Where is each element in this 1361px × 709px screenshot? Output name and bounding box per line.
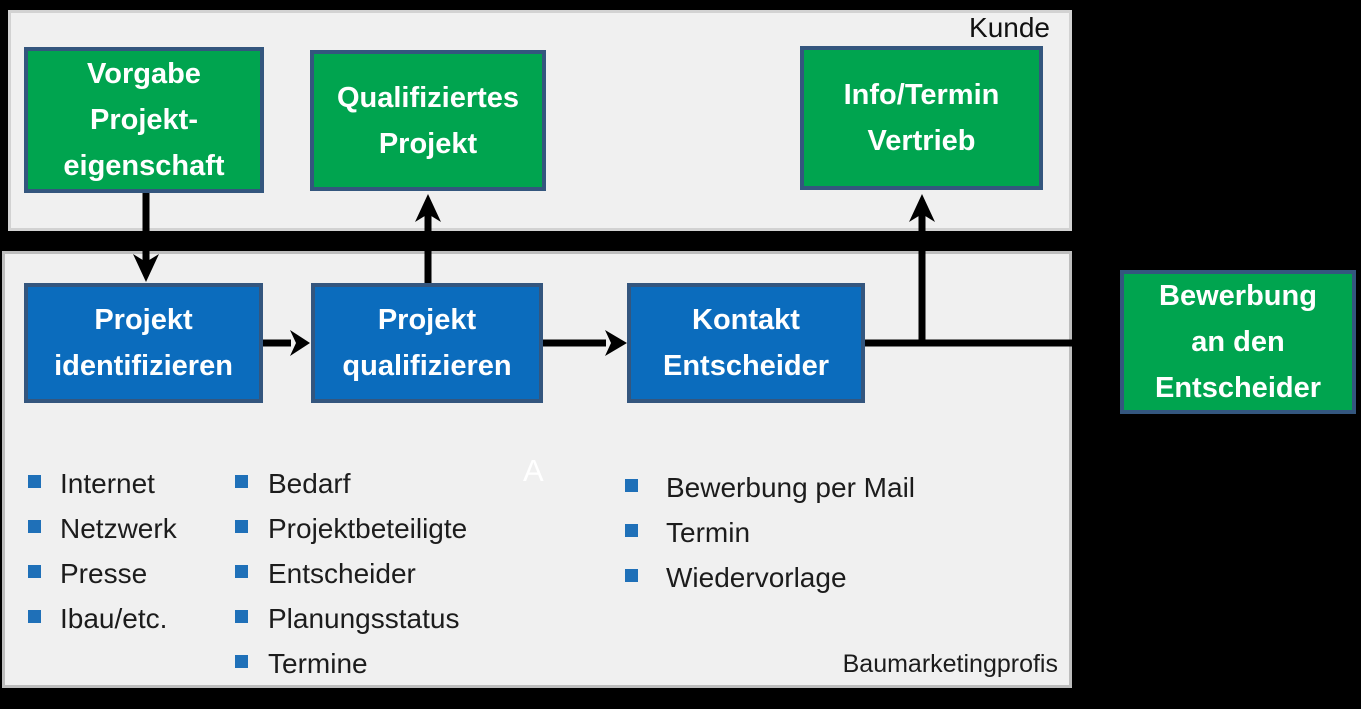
list-item: Ibau/etc. xyxy=(28,596,177,641)
bullet-square-icon xyxy=(235,475,248,488)
bullet-square-icon xyxy=(235,610,248,623)
list-item: Presse xyxy=(28,551,177,596)
list-item-label: Bedarf xyxy=(268,467,351,499)
bullet-square-icon xyxy=(28,565,41,578)
box-label: Projekt identifizieren xyxy=(54,304,233,382)
list-item-label: Wiedervorlage xyxy=(666,561,847,593)
bullet-square-icon xyxy=(28,610,41,623)
bullet-square-icon xyxy=(625,524,638,537)
list-item: Termine xyxy=(235,641,467,686)
list-item: Netzwerk xyxy=(28,506,177,551)
company-lane-label: Baumarketingprofis xyxy=(842,650,1058,678)
bullet-square-icon xyxy=(625,569,638,582)
list-item-label: Netzwerk xyxy=(60,512,177,544)
list-item-label: Termin xyxy=(666,516,751,548)
list-item-label: Termine xyxy=(268,647,368,679)
list-item: Projektbeteiligte xyxy=(235,506,467,551)
box-kontakt-entscheider: Kontakt Entscheider xyxy=(627,283,865,403)
bullet-square-icon xyxy=(28,520,41,533)
box-label: Vorgabe Projekt- eigenschaft xyxy=(63,58,225,182)
qualify-criteria-list: Bedarf Projektbeteiligte Entscheider Pla… xyxy=(235,461,467,686)
list-item-label: Internet xyxy=(60,467,155,499)
list-item-label: Entscheider xyxy=(268,557,416,589)
bullet-square-icon xyxy=(235,520,248,533)
bullet-square-icon xyxy=(28,475,41,488)
list-item-label: Projektbeteiligte xyxy=(268,512,468,544)
bullet-square-icon xyxy=(235,655,248,668)
box-qualifiziertes-projekt: Qualifiziertes Projekt xyxy=(310,50,546,191)
box-label: Info/Termin Vertrieb xyxy=(843,79,1000,157)
watermark-letter: A xyxy=(523,453,544,488)
list-item: Internet xyxy=(28,461,177,506)
box-bewerbung-an-den-entscheider: Bewerbung an den Entscheider xyxy=(1120,270,1356,414)
list-item: Planungsstatus xyxy=(235,596,467,641)
box-label: Kontakt Entscheider xyxy=(663,304,829,382)
identify-sources-list: Internet Netzwerk Presse Ibau/etc. xyxy=(28,461,177,641)
box-vorgabe-projekteigenschaft: Vorgabe Projekt- eigenschaft xyxy=(24,47,264,193)
list-item-label: Bewerbung per Mail xyxy=(666,471,916,503)
list-item-label: Presse xyxy=(60,557,148,589)
box-info-termin-vertrieb: Info/Termin Vertrieb xyxy=(800,46,1043,190)
contact-actions-list: Bewerbung per Mail Termin Wiedervorlage xyxy=(625,465,915,600)
box-projekt-identifizieren: Projekt identifizieren xyxy=(24,283,263,403)
list-item: Bewerbung per Mail xyxy=(625,465,915,510)
list-item: Bedarf xyxy=(235,461,467,506)
bullet-square-icon xyxy=(625,479,638,492)
box-projekt-qualifizieren: Projekt qualifizieren xyxy=(311,283,543,403)
list-item: Termin xyxy=(625,510,915,555)
list-item: Wiedervorlage xyxy=(625,555,915,600)
customer-lane-label: Kunde xyxy=(969,12,1050,43)
list-item-label: Ibau/etc. xyxy=(60,602,168,634)
box-label: Projekt qualifizieren xyxy=(342,304,512,382)
box-label: Bewerbung an den Entscheider xyxy=(1155,280,1321,404)
box-label: Qualifiziertes Projekt xyxy=(336,81,520,160)
list-item-label: Planungsstatus xyxy=(268,602,460,634)
bullet-square-icon xyxy=(235,565,248,578)
list-item: Entscheider xyxy=(235,551,467,596)
